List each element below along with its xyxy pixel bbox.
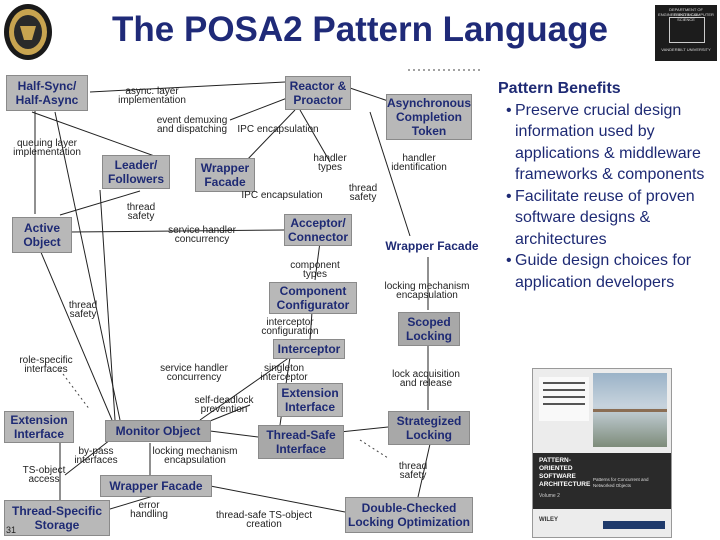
connector-line xyxy=(89,81,286,93)
benefit-item: •Facilitate reuse of proven software des… xyxy=(498,186,720,251)
pattern-benefits-panel: Pattern Benefits •Preserve crucial desig… xyxy=(498,78,720,293)
relation-label: handler types xyxy=(313,153,347,173)
logo-text-line: DEPARTMENT OF ELECTRICAL xyxy=(669,7,703,17)
relation-label: interceptor configuration xyxy=(261,317,319,337)
connector-line xyxy=(54,111,121,421)
relation-label: singleton interceptor xyxy=(260,363,308,383)
dashed-connector xyxy=(359,439,389,459)
logo-mark-icon xyxy=(669,17,705,43)
pattern-box-wrapper-facade: Wrapper Facade xyxy=(195,158,255,192)
pattern-box-thread-specific-storage: Thread-Specific Storage xyxy=(4,500,110,536)
pattern-box-leader-followers: Leader/ Followers xyxy=(102,155,170,189)
relation-label: async. layer implementation xyxy=(118,86,186,106)
relation-label: thread-safe TS-object creation xyxy=(216,510,312,530)
relation-label: by-pass interfaces xyxy=(74,446,118,466)
connector-line xyxy=(69,229,286,233)
bullet-icon: • xyxy=(506,187,512,205)
pattern-box-async-completion-token: Asynchronous Completion Token xyxy=(386,94,472,140)
connector-line xyxy=(244,109,296,163)
relation-label: TS-object access xyxy=(22,465,66,485)
relation-label: IPC encapsulation xyxy=(241,190,323,201)
connector-line xyxy=(59,190,141,216)
logo-text-line: ENGINEERING & COMPUTER SCIENCE xyxy=(658,12,714,22)
connector-line xyxy=(417,443,431,498)
benefit-item: •Preserve crucial design information use… xyxy=(498,100,720,186)
benefit-text: Guide design choices for application dev… xyxy=(515,252,692,291)
book-publisher-band xyxy=(603,521,665,529)
page-number: 31 xyxy=(6,525,17,535)
pattern-box-monitor-object: Monitor Object xyxy=(105,420,211,442)
connector-line xyxy=(199,356,291,421)
relation-label: thread safety xyxy=(398,461,428,481)
relation-label: service handler concurrency xyxy=(168,225,236,245)
logo-text-line: VANDERBILT UNIVERSITY xyxy=(661,47,711,52)
connector-line xyxy=(31,111,161,159)
university-seal-logo xyxy=(4,4,52,60)
relation-label: queuing layer implementation xyxy=(13,138,81,158)
pattern-box-extension-interface: Extension Interface xyxy=(4,411,74,443)
pattern-box-double-checked-locking: Double-Checked Locking Optimization xyxy=(345,497,473,533)
pattern-box-interceptor: Interceptor xyxy=(273,339,345,359)
connector-line xyxy=(314,241,321,281)
pattern-box-wrapper-facade-right: Wrapper Facade xyxy=(380,236,484,256)
connector-line xyxy=(299,109,331,163)
pattern-box-active-object: Active Object xyxy=(12,217,72,253)
benefit-text: Facilitate reuse of proven software desi… xyxy=(515,187,695,248)
connector-line xyxy=(229,94,296,121)
department-logo: DEPARTMENT OF ELECTRICAL ENGINEERING & C… xyxy=(655,5,717,61)
pattern-box-scoped-locking: Scoped Locking xyxy=(398,312,460,346)
connector-line xyxy=(39,249,113,421)
connector-line xyxy=(339,426,389,433)
bullet-icon: • xyxy=(506,101,512,119)
relation-label: event demuxing and dispatching xyxy=(156,115,228,135)
relation-label: locking mechanism encapsulation xyxy=(152,446,238,466)
dashed-connector xyxy=(59,369,91,411)
pattern-box-acceptor-connector: Acceptor/ Connector xyxy=(284,214,352,246)
relation-label: self-deadlock prevention xyxy=(194,395,254,415)
connector-line xyxy=(64,439,111,476)
pattern-box-wrapper-facade-bottom: Wrapper Facade xyxy=(100,475,212,497)
relation-label: locking mechanism encapsulation xyxy=(384,281,470,301)
book-title: PATTERN-ORIENTED SOFTWARE ARCHITECTURE xyxy=(539,457,591,488)
relation-label: error handling xyxy=(130,500,168,520)
relation-label: thread safety xyxy=(126,202,156,222)
book-volume: Volume 2 xyxy=(539,493,560,499)
relation-label: IPC encapsulation xyxy=(237,124,319,135)
benefit-item: •Guide design choices for application de… xyxy=(498,250,720,293)
relation-label: thread safety xyxy=(348,183,378,203)
bullet-icon: • xyxy=(506,252,512,269)
page-title: The POSA2 Pattern Language xyxy=(112,10,608,49)
connector-line xyxy=(199,483,346,513)
relation-label: role-specific interfaces xyxy=(19,355,73,375)
connector-line xyxy=(99,189,116,421)
pattern-box-component-configurator: Component Configurator xyxy=(269,282,357,314)
benefits-heading: Pattern Benefits xyxy=(498,80,621,97)
book-publisher: WILEY xyxy=(539,517,558,523)
pattern-box-extension-interface-mid: Extension Interface xyxy=(277,383,343,417)
book-title-band xyxy=(533,453,671,509)
connector-line xyxy=(209,430,259,438)
relation-label: component types xyxy=(290,260,340,280)
connector-line xyxy=(309,311,313,341)
book-authors-block xyxy=(539,377,589,421)
book-cover-bridge-icon xyxy=(593,409,667,412)
pattern-box-half-sync-half-async: Half-Sync/ Half-Async xyxy=(6,75,88,111)
book-cover-image: PATTERN-ORIENTED SOFTWARE ARCHITECTURE V… xyxy=(532,368,672,538)
pattern-box-thread-safe-interface: Thread-Safe Interface xyxy=(258,425,344,459)
pattern-box-strategized-locking: Strategized Locking xyxy=(388,411,470,445)
book-subtitle: Patterns for Concurrent and Networked Ob… xyxy=(593,477,649,488)
connector-line xyxy=(369,111,411,237)
relation-label: handler identification xyxy=(391,153,447,173)
connector-line xyxy=(99,493,161,513)
relation-label: lock acquisition and release xyxy=(392,369,460,389)
pattern-box-reactor-proactor: Reactor & Proactor xyxy=(285,76,351,110)
benefit-text: Preserve crucial design information used… xyxy=(515,101,705,184)
relation-label: service handler concurrency xyxy=(160,363,228,383)
relation-label: thread safety xyxy=(68,300,98,320)
